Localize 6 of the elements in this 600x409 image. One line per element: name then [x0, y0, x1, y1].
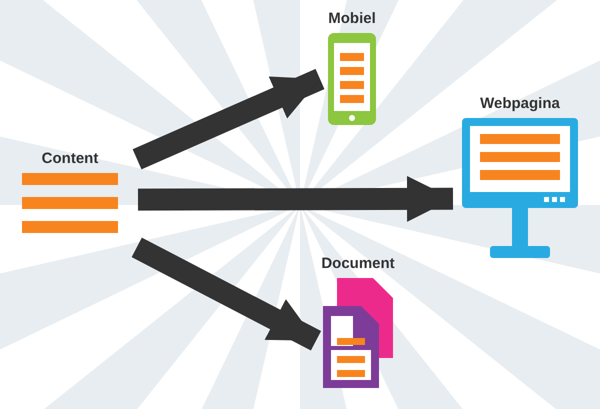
node-label: Mobiel: [328, 10, 376, 27]
arrow: [132, 238, 322, 351]
node-label: Content: [42, 150, 98, 167]
node-label: Document: [321, 255, 395, 272]
arrow: [132, 68, 324, 170]
node-label: Webpagina: [480, 95, 560, 112]
